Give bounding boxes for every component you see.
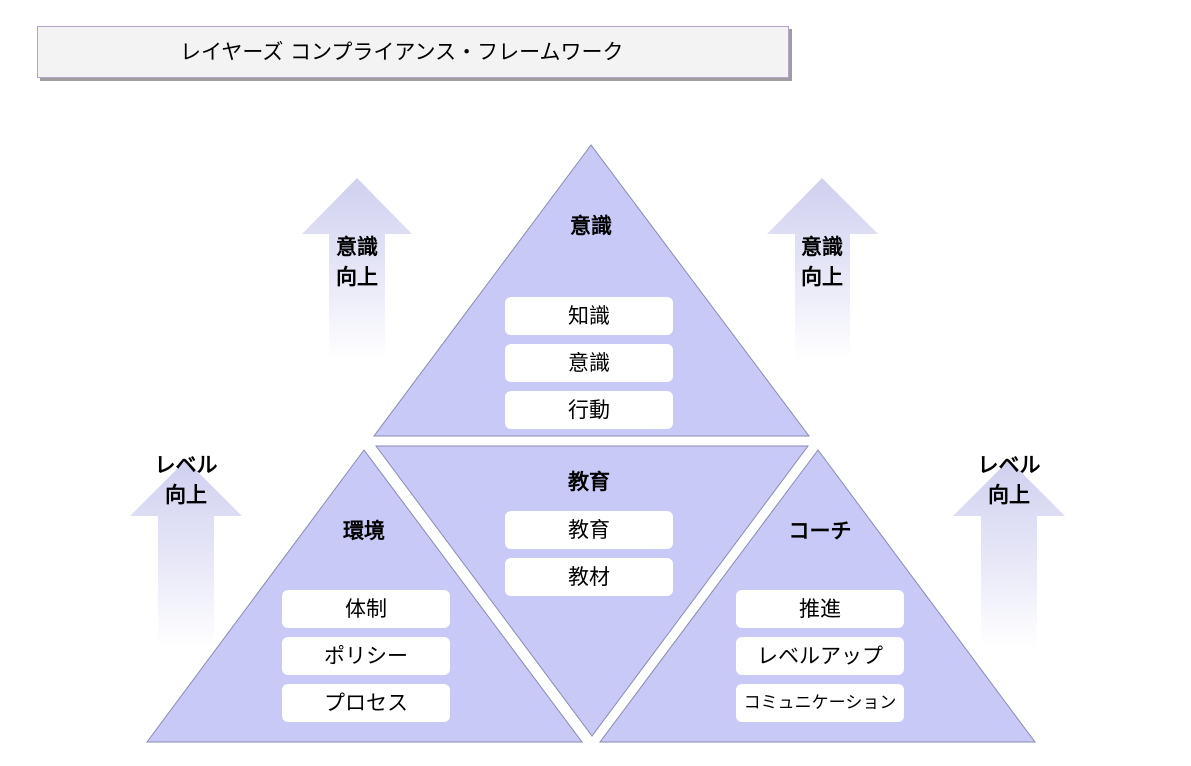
layer-item: 知識 — [505, 297, 673, 335]
arrow-up-icon — [302, 178, 412, 360]
triangle-top — [373, 144, 810, 437]
layer-item: 教育 — [505, 511, 673, 549]
layer-heading-right: コーチ — [788, 519, 852, 543]
layer-item: 教材 — [505, 558, 673, 596]
page-title: レイヤーズ コンプライアンス・フレームワーク — [180, 40, 624, 64]
arrow-label-line: 向上 — [165, 483, 207, 507]
layer-item: 意識 — [505, 344, 673, 382]
title-banner: レイヤーズ コンプライアンス・フレームワーク — [37, 26, 789, 78]
arrow-label-line: 意識 — [801, 235, 843, 259]
layer-item: レベルアップ — [736, 637, 904, 675]
layer-item: ポリシー — [282, 637, 450, 675]
arrow-up-icon — [130, 460, 242, 648]
layer-item: 体制 — [282, 590, 450, 628]
layer-item: プロセス — [282, 684, 450, 722]
arrow-label-line: 向上 — [801, 265, 843, 289]
arrow-up-icon — [767, 178, 878, 360]
arrow-label-top-right: 意識 向上 — [801, 232, 843, 292]
arrow-label-line: レベル — [154, 453, 218, 477]
arrow-label-line: レベル — [977, 453, 1041, 477]
layer-item: 行動 — [505, 391, 673, 429]
arrow-label-line: 向上 — [988, 483, 1030, 507]
layer-heading-middle: 教育 — [568, 470, 610, 494]
arrow-up-icon — [953, 460, 1065, 648]
layer-heading-top: 意識 — [570, 214, 612, 238]
arrow-label-top-left: 意識 向上 — [336, 232, 378, 292]
layer-heading-left: 環境 — [343, 519, 385, 543]
arrow-label-line: 意識 — [336, 235, 378, 259]
layer-item: コミュニケーション — [736, 684, 904, 722]
arrow-label-line: 向上 — [336, 265, 378, 289]
layer-item: 推進 — [736, 590, 904, 628]
arrow-label-bottom-left: レベル 向上 — [155, 450, 218, 510]
arrow-label-bottom-right: レベル 向上 — [978, 450, 1041, 510]
